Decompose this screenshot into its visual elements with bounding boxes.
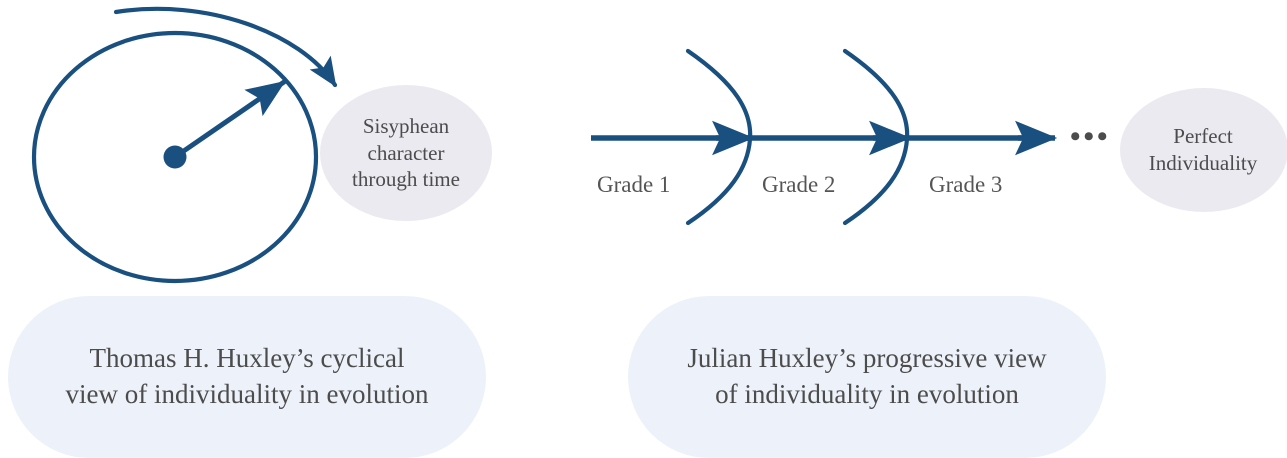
caption-right-panel: Julian Huxley’s progressive view of indi… (628, 296, 1106, 458)
sisyphean-blob (320, 85, 492, 221)
progression-diagram (591, 48, 1287, 226)
cycle-center-dot (163, 145, 187, 169)
stage-label-grade-1: Grade 1 (597, 172, 671, 197)
cycle-diagram (31, 6, 492, 284)
caption-right-line-2: of individuality in evolution (715, 379, 1019, 409)
radius-arrow (172, 79, 287, 160)
continuation-ellipsis: ••• (1070, 120, 1111, 153)
caption-left-line-2: view of individuality in evolution (65, 379, 429, 409)
stage-label-grade-2: Grade 2 (762, 172, 836, 197)
threshold-curve-2 (842, 48, 910, 226)
threshold-curve-1 (685, 48, 753, 226)
cycle-circle (31, 30, 319, 284)
stage-label-grade-3: Grade 3 (929, 172, 1003, 197)
perfect-individuality-blob (1120, 88, 1287, 212)
time-arc-arrow (113, 6, 338, 88)
caption-right-line-1: Julian Huxley’s progressive view (687, 343, 1047, 374)
caption-left-line-1: Thomas H. Huxley’s cyclical (89, 343, 405, 374)
caption-left-panel: Thomas H. Huxley’s cyclical view of indi… (8, 296, 486, 458)
